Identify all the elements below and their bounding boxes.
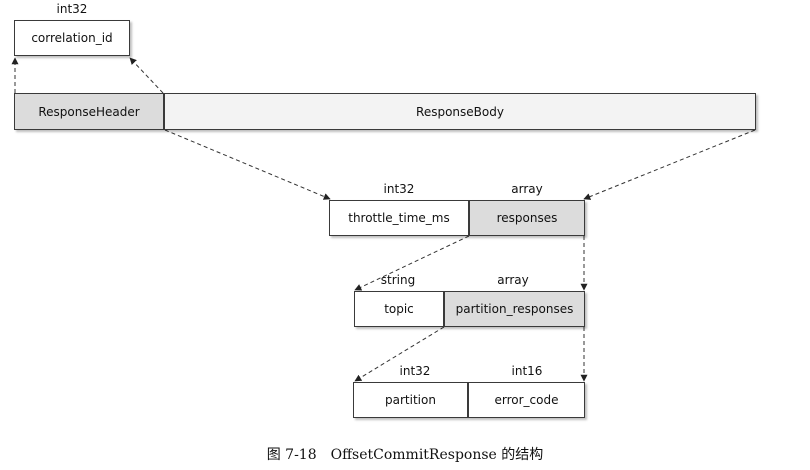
correlation-id-field: correlation_id xyxy=(14,20,130,56)
topic-field: topic xyxy=(354,291,444,327)
connector-body-left xyxy=(164,129,331,200)
connector-header-right xyxy=(129,57,164,94)
partition-responses-field: partition_responses xyxy=(444,291,585,327)
partition-field: partition xyxy=(353,382,468,418)
response-header-field: ResponseHeader xyxy=(14,93,164,130)
error-code-type: int16 xyxy=(511,364,543,378)
connector-partition-responses-left xyxy=(354,326,445,382)
throttle-time-ms-field: throttle_time_ms xyxy=(329,200,469,236)
partition-responses-type: array xyxy=(497,273,529,287)
throttle-time-ms-type: int32 xyxy=(383,182,415,196)
topic-type: string xyxy=(380,273,416,287)
partition-type: int32 xyxy=(399,364,431,378)
figure-caption: 图 7-18 OffsetCommitResponse 的结构 xyxy=(266,447,544,463)
responses-field: responses xyxy=(469,200,585,236)
connector-body-right xyxy=(583,129,756,200)
error-code-field: error_code xyxy=(468,382,585,418)
connector-responses-left xyxy=(354,235,470,291)
responses-type: array xyxy=(511,182,543,196)
correlation-id-type: int32 xyxy=(56,2,88,16)
response-body-field: ResponseBody xyxy=(164,93,756,130)
